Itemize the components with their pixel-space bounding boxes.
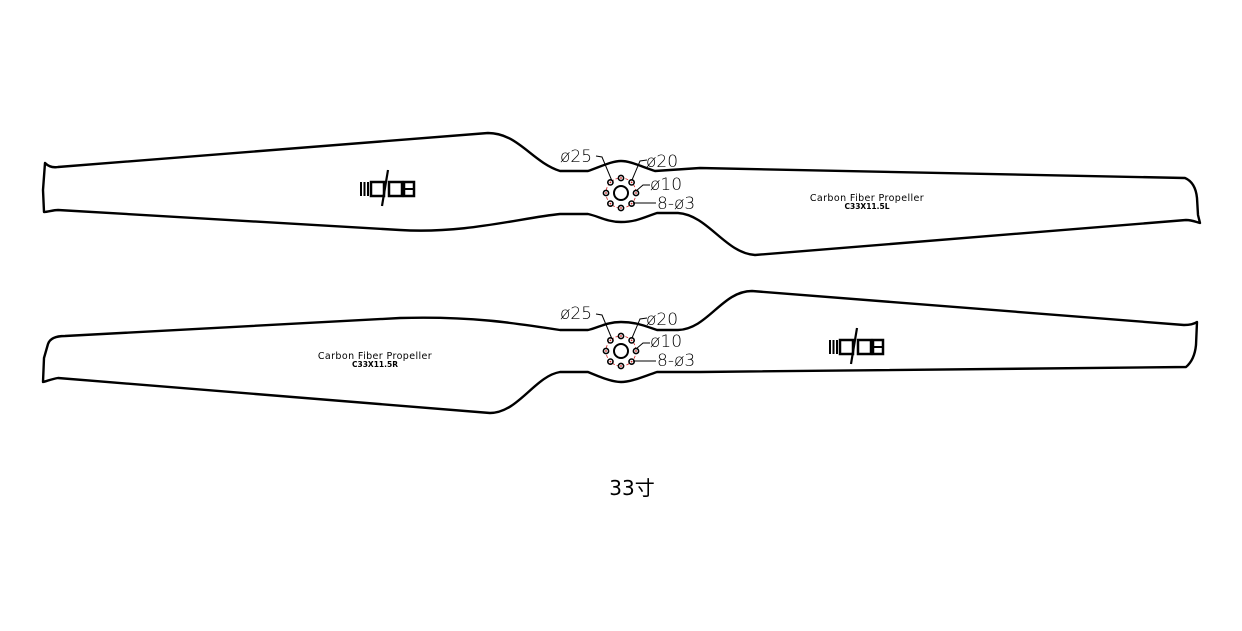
dim-label-d20: ø20	[646, 152, 678, 172]
mounting-holes	[602, 332, 640, 370]
dim-label-holes: 8-ø3	[657, 194, 695, 214]
size-caption: 33寸	[609, 476, 654, 500]
dim-label-d25: ø25	[560, 304, 592, 324]
dim-label-holes: 8-ø3	[657, 351, 695, 371]
blade-model: C33X11.5L	[844, 202, 889, 211]
brand-logo	[360, 169, 416, 207]
mounting-holes	[602, 174, 640, 212]
center-bore	[613, 185, 629, 201]
propeller-right-hand: ø25 ø20 ø10 8-ø3 Carbon Fiber Propeller …	[41, 289, 1199, 415]
dim-label-d25: ø25	[560, 147, 592, 167]
blade-title: Carbon Fiber Propeller	[318, 351, 432, 362]
hub	[602, 332, 640, 370]
center-bore	[613, 343, 629, 359]
dim-label-d10: ø10	[650, 175, 682, 195]
blade-model: C33X11.5R	[352, 360, 398, 369]
dim-label-d20: ø20	[646, 310, 678, 330]
brand-logo	[829, 327, 885, 365]
propeller-left-hand: ø25 ø20 ø10 8-ø3 Carbon Fiber Propeller …	[41, 131, 1202, 257]
blade-title: Carbon Fiber Propeller	[810, 193, 924, 204]
hub	[602, 174, 640, 212]
dim-label-d10: ø10	[650, 332, 682, 352]
